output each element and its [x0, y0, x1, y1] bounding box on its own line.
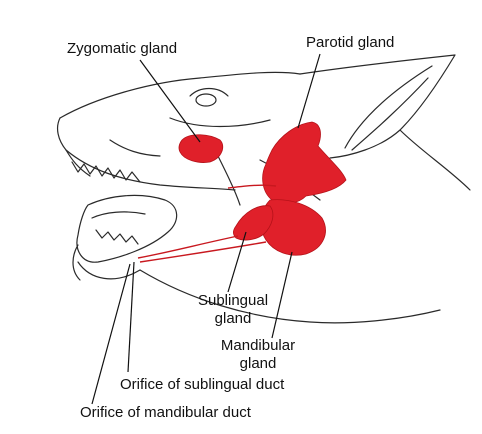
- label-mandibular-line2: gland: [210, 355, 306, 373]
- muzzle-detail: [110, 140, 160, 156]
- ear-inner-line: [345, 66, 432, 148]
- mandibular-duct: [140, 242, 266, 262]
- label-sublingual-line1: Sublingual: [188, 292, 278, 310]
- brow-line: [190, 89, 228, 97]
- jaw-contour: [215, 150, 240, 205]
- label-sublingual-line2: gland: [188, 310, 278, 328]
- eye-shape: [196, 94, 216, 106]
- label-mandibular-line1: Mandibular: [210, 337, 306, 355]
- snout-line: [58, 118, 90, 176]
- label-sublingual-gland: Sublingual gland: [188, 292, 278, 328]
- parotid-gland-shape: [263, 122, 346, 203]
- head-outline: [58, 55, 470, 323]
- label-parotid-gland: Parotid gland: [306, 34, 394, 52]
- orifice-sublingual-leader: [128, 262, 134, 372]
- open-mouth: [77, 195, 177, 262]
- label-mandibular-gland: Mandibular gland: [210, 337, 306, 373]
- label-zygomatic-gland: Zygomatic gland: [67, 40, 177, 58]
- label-orifice-sublingual-duct: Orifice of sublingual duct: [120, 376, 284, 394]
- zygomatic-leader: [140, 60, 200, 142]
- upper-teeth: [72, 162, 140, 182]
- chin-line: [78, 262, 140, 279]
- glands: [179, 122, 346, 255]
- tongue-line: [92, 212, 145, 218]
- label-orifice-mandibular-duct: Orifice of mandibular duct: [80, 404, 251, 422]
- lower-teeth: [96, 230, 138, 244]
- zygomatic-gland-shape: [179, 135, 223, 163]
- parotid-leader: [298, 54, 320, 128]
- throat-line: [140, 270, 440, 323]
- ear-inner-line-2: [352, 78, 428, 150]
- skull-top-line: [60, 72, 300, 118]
- sublingual-leader: [228, 232, 246, 292]
- neck-back-line: [400, 130, 470, 190]
